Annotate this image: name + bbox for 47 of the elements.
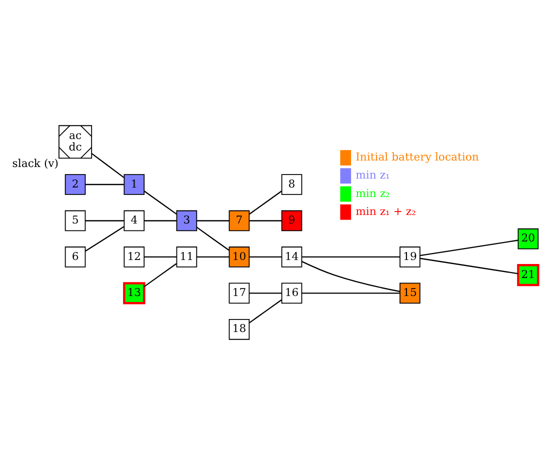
connector	[85, 220, 124, 221]
connector	[144, 190, 177, 214]
node-box: 1	[124, 174, 145, 194]
node-box: 16	[281, 282, 302, 304]
connector	[302, 292, 400, 294]
connector	[302, 256, 400, 258]
node-box: 9	[281, 210, 302, 231]
legend-label: min z₁	[356, 168, 390, 182]
node-box: 13	[123, 282, 146, 304]
connector	[91, 152, 124, 178]
connector	[249, 220, 282, 221]
node-box: 3	[176, 210, 198, 231]
connector	[144, 256, 176, 258]
connector	[248, 190, 282, 214]
connector	[249, 292, 282, 294]
node-box: 14	[281, 246, 302, 267]
node-box: 17	[228, 282, 250, 304]
connector	[144, 262, 177, 287]
node-box: 5	[64, 210, 86, 231]
legend-label: min z₂	[356, 186, 390, 200]
node-box: 4	[124, 210, 145, 231]
node-box: 8	[281, 174, 302, 194]
node-box: 6	[64, 246, 86, 267]
node-box: 2	[64, 174, 86, 194]
node-box: 10	[228, 246, 250, 267]
connector	[196, 256, 229, 258]
node-box: 18	[228, 318, 250, 340]
connector	[420, 239, 518, 256]
legend-label: min z₁ + z₂	[356, 204, 416, 218]
legend-label: Initial battery location	[356, 150, 479, 164]
connector	[85, 226, 124, 252]
connector	[302, 260, 400, 292]
node-box: 15	[400, 282, 420, 304]
connector	[196, 226, 230, 250]
node-label: slack (v)	[12, 156, 59, 170]
connector	[196, 220, 229, 221]
node-box: 7	[228, 210, 250, 231]
node-box: 12	[124, 246, 145, 267]
connector	[249, 256, 282, 258]
connector	[144, 220, 176, 221]
node-box: 21	[517, 263, 540, 286]
node-box: 11	[176, 246, 198, 267]
connector	[248, 298, 282, 323]
connector	[85, 183, 124, 185]
connector	[420, 257, 518, 274]
node-box: 19	[400, 246, 420, 267]
node-box: 20	[518, 228, 539, 249]
